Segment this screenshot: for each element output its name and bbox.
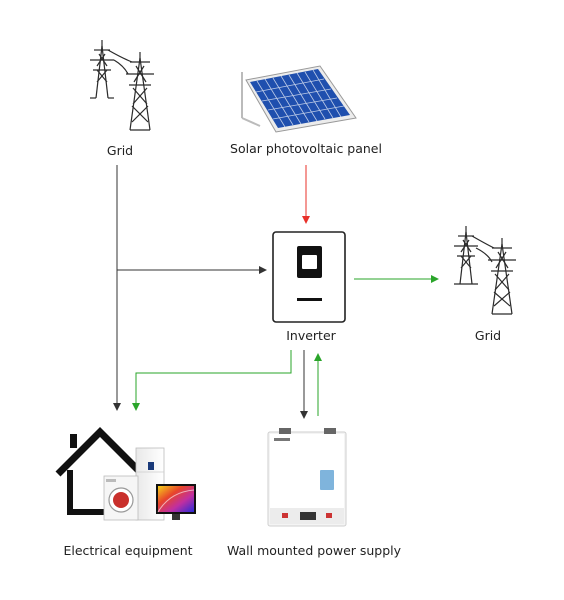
wall-battery-icon <box>267 428 347 527</box>
inverter-icon <box>272 231 346 323</box>
solar-panel-icon <box>241 65 357 133</box>
grid-top-icon <box>90 40 154 131</box>
grid-top-label: Grid <box>106 143 134 158</box>
inverter-label: Inverter <box>286 328 336 343</box>
grid-right-label: Grid <box>474 328 502 343</box>
home-appliances-icon <box>55 427 196 521</box>
electrical-equipment-label: Electrical equipment <box>63 543 193 558</box>
inverter-to-equipment-line <box>132 350 292 411</box>
solar-panel-label: Solar photovoltaic panel <box>230 141 382 156</box>
grid-right-icon <box>454 226 516 315</box>
wall-battery-label: Wall mounted power supply <box>226 543 402 558</box>
